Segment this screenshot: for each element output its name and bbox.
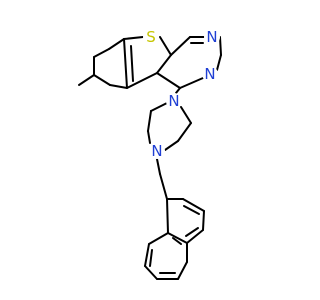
pyrimidine-nitrogen-top-mask	[204, 29, 220, 45]
pyrimidine-nitrogen-top: N	[204, 28, 220, 46]
thiophene-bond	[123, 36, 144, 40]
methyl-bond	[78, 74, 95, 86]
naphthalene-bond	[177, 261, 188, 280]
molecule-structure-diagram: S N N N N	[78, 28, 222, 280]
naphthalene-bond	[148, 232, 169, 245]
ring-bond	[109, 84, 128, 89]
naphthalene-bond	[167, 232, 188, 244]
methylene-bond	[156, 158, 161, 175]
piperazine-nitrogen-top-mask	[166, 93, 182, 109]
naphthalene-bond	[144, 265, 158, 280]
pyrimidine-bond	[219, 36, 222, 56]
n-link-bond	[175, 87, 181, 94]
piperazine-nitrogen-top: N	[166, 92, 182, 110]
methylene-bond	[159, 173, 168, 200]
pyrimidine-bond	[179, 77, 204, 89]
naphthalene-bond	[166, 198, 169, 234]
naphthalene-bond	[144, 243, 150, 267]
piperazine-bond	[147, 130, 151, 144]
naphthalene-inner-double-bond	[183, 205, 200, 215]
piperazine-nitrogen-bottom-label: N	[151, 142, 162, 160]
naphthalene-bond	[182, 198, 205, 212]
ring-bond	[93, 48, 110, 58]
naphthalene-inner-double-bond	[149, 249, 153, 267]
pyrimidine-nitrogen-bottom-mask	[202, 66, 218, 82]
thiophene-bond	[126, 72, 158, 89]
pyrimidine-bond	[156, 72, 181, 89]
pyrimidine-bond	[170, 36, 191, 56]
piperazine-bond	[150, 102, 168, 112]
atom-label-layer: S N N N N	[143, 28, 220, 160]
sulfur-atom-mask	[143, 29, 159, 45]
sulfur-atom: S	[143, 28, 159, 46]
naphthalene-inner-double-bond	[172, 237, 182, 245]
pyrimidine-nitrogen-top-label: N	[206, 28, 217, 46]
naphthalene-bond	[186, 229, 204, 244]
pyrimidine-nitrogen-bottom: N	[202, 65, 218, 83]
piperazine-bond	[147, 110, 152, 132]
thiophene-bond	[156, 54, 172, 74]
piperazine-bond	[164, 140, 179, 151]
ring-bond	[108, 38, 125, 50]
piperazine-nitrogen-bottom-mask	[149, 143, 165, 159]
pyrimidine-bond	[216, 54, 222, 71]
bond-layer	[78, 36, 222, 280]
pyrimidine-nitrogen-bottom-label: N	[204, 65, 215, 83]
piperazine-nitrogen-top-label: N	[168, 92, 179, 110]
sulfur-atom-label: S	[146, 28, 156, 46]
thiophene-bond	[159, 36, 172, 56]
molecule-svg: S N N N N	[78, 28, 222, 280]
piperazine-nitrogen-bottom: N	[149, 142, 165, 160]
naphthalene-inner-double-bond	[185, 227, 199, 237]
ring-bond	[93, 74, 111, 86]
piperazine-bond	[177, 122, 192, 142]
piperazine-bond	[180, 106, 192, 124]
thiophene-inner-double-bond	[130, 45, 134, 82]
thiophene-double-bond	[123, 38, 128, 89]
naphthalene-bond	[202, 210, 205, 231]
